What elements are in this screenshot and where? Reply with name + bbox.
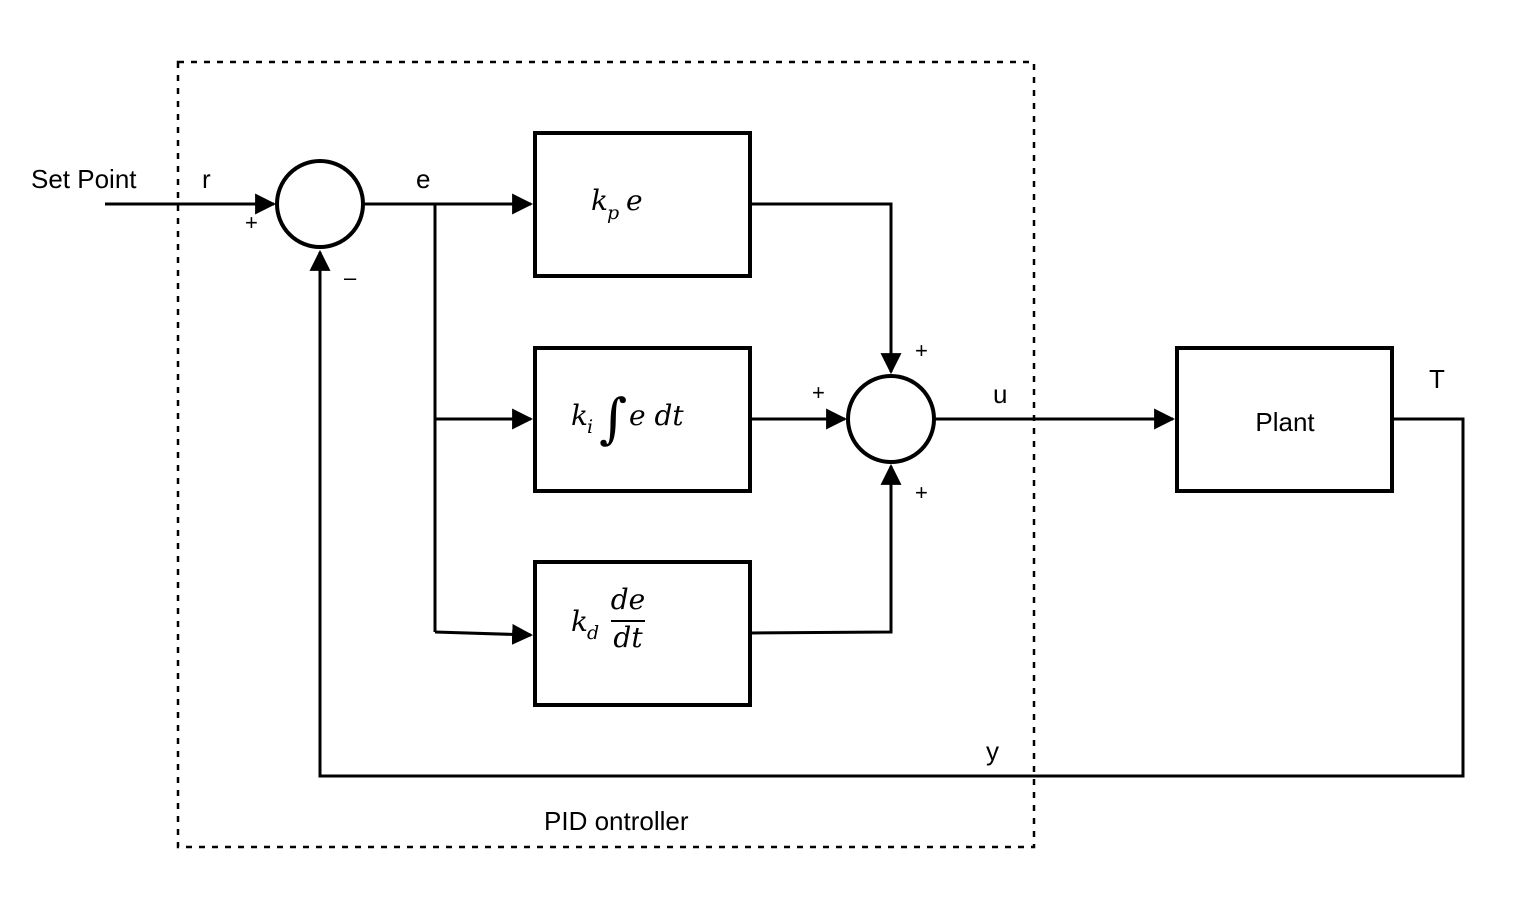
plant-label: Plant	[1255, 407, 1315, 437]
proportional-expression: k p e	[591, 184, 643, 224]
plant-output-label: T	[1429, 364, 1445, 394]
derivative-expression: k d de dt	[571, 583, 645, 654]
sum2-left-plus-sign: +	[812, 380, 825, 405]
kd-numerator: de	[611, 583, 646, 616]
ki-subscript: i	[587, 416, 593, 438]
kd-denominator: dt	[613, 621, 643, 654]
control-signal-label: u	[993, 379, 1007, 409]
sum2-top-plus-sign: +	[915, 338, 928, 363]
kd-to-sum2-arrow	[750, 463, 902, 635]
kp-term: e	[626, 184, 643, 217]
error-signal-label: e	[416, 164, 430, 194]
kd-gain-symbol: k	[571, 605, 588, 638]
reference-signal-label: r	[202, 164, 211, 194]
proportional-block	[533, 131, 752, 278]
feedback-path-arrow	[309, 249, 1465, 778]
kd-subscript: d	[587, 622, 599, 644]
pid-controller-label: PID ontroller	[544, 806, 689, 836]
integral-sign: ∫	[599, 387, 627, 450]
kp-gain-symbol: k	[591, 184, 608, 217]
sum2-bottom-plus-sign: +	[915, 480, 928, 505]
kp-to-sum2-arrow	[751, 202, 902, 375]
split-to-kd-arrow	[434, 623, 534, 645]
ki-gain-symbol: k	[571, 399, 588, 432]
ki-term: e dt	[629, 399, 684, 432]
integral-expression: k i ∫ e dt	[571, 387, 684, 450]
output-summing-junction	[846, 374, 936, 464]
integral-block	[533, 346, 752, 493]
set-point-label: Set Point	[31, 164, 137, 194]
output-signal-label: y	[986, 736, 999, 766]
pid-controller-boundary	[176, 60, 1036, 849]
error-summing-junction	[275, 159, 365, 249]
plant-block	[1175, 346, 1394, 493]
derivative-block	[533, 560, 752, 707]
sum1-plus-sign: +	[245, 210, 258, 235]
kp-subscript: p	[607, 202, 619, 224]
sum1-minus-sign: –	[344, 265, 357, 290]
